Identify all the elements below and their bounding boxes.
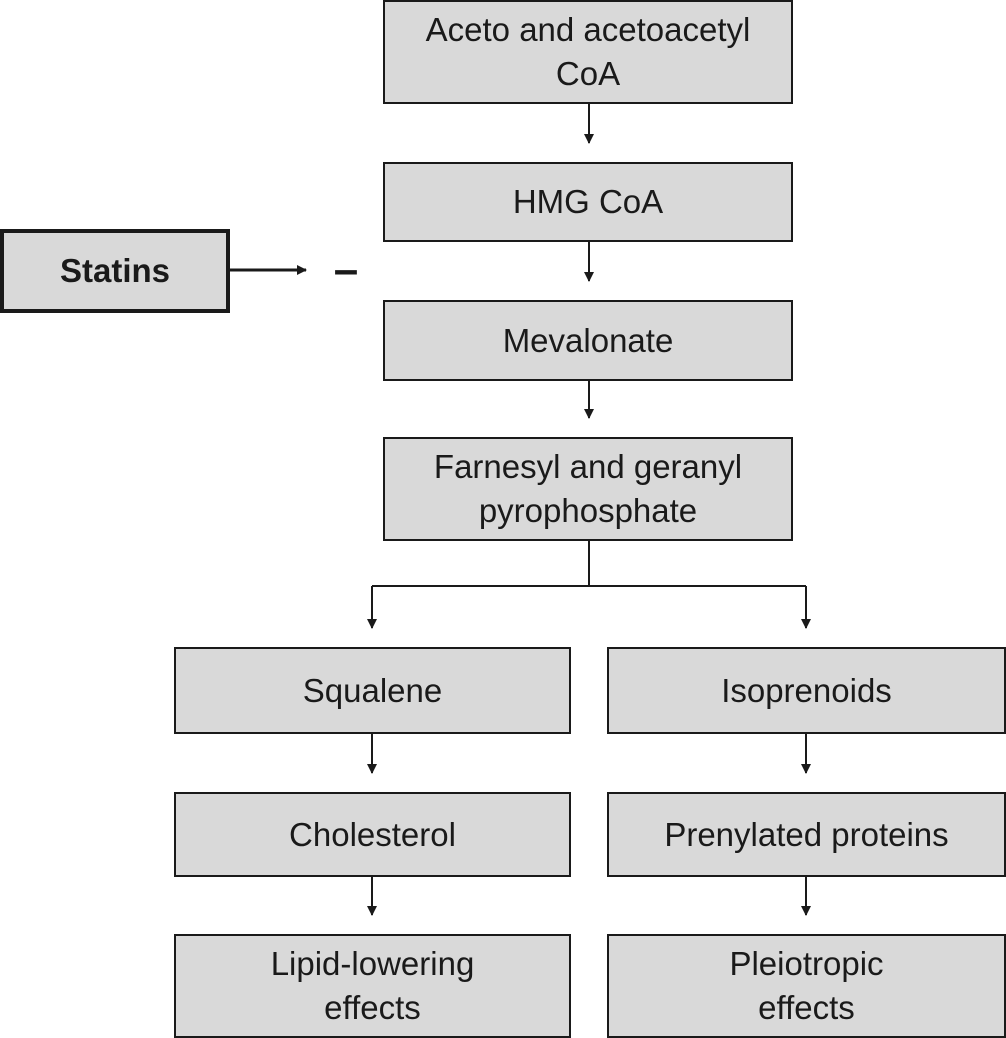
node-prenylated-proteins: Prenylated proteins (607, 792, 1006, 877)
node-mevalonate: Mevalonate (383, 300, 793, 381)
node-pleiotropic-effects: Pleiotropic effects (607, 934, 1006, 1038)
node-squalene: Squalene (174, 647, 571, 734)
node-lipid-lowering-effects: Lipid-lowering effects (174, 934, 571, 1038)
node-cholesterol: Cholesterol (174, 792, 571, 877)
inhibition-symbol: – (334, 245, 358, 294)
node-farnesyl-pyrophosphate: Farnesyl and geranyl pyrophosphate (383, 437, 793, 541)
node-hmg-coa: HMG CoA (383, 162, 793, 242)
node-acetyl-coa: Aceto and acetoacetyl CoA (383, 0, 793, 104)
node-isoprenoids: Isoprenoids (607, 647, 1006, 734)
node-statins: Statins (0, 229, 230, 313)
